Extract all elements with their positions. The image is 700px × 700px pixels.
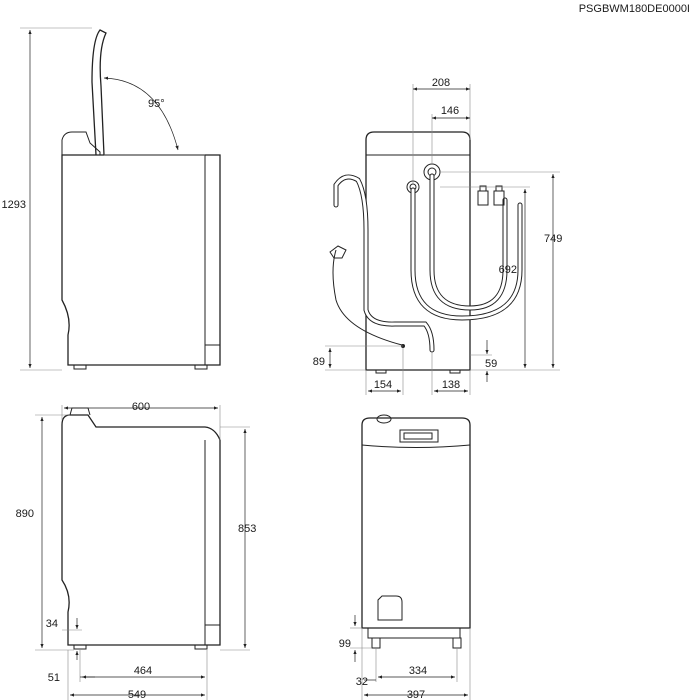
height-with-top-label: 890 [16,508,34,520]
model-code: PSGBWM180DE0000I [579,3,690,15]
total-height-label: 1293 [2,199,26,211]
side-view-lid-open: 95° 1293 [2,27,221,371]
bottom-offset-label: 89 [313,356,325,368]
inlet-spacing-outer-label: 208 [432,77,450,89]
front-foot-span-label: 334 [409,665,427,677]
lid-angle-label: 95° [148,98,165,110]
foot-gap-label: 59 [485,358,497,370]
inlet-spacing-inner-label: 146 [441,105,459,117]
foot-inset-label: 51 [48,672,60,684]
foot-height-label: 34 [46,618,58,630]
front-foot-inset-label: 32 [356,676,368,688]
front-width-label: 397 [407,689,425,700]
drain-offset-right-label: 138 [442,379,460,391]
height-body-label: 853 [238,523,256,535]
front-foot-clearance-label: 99 [339,638,351,650]
drain-height-label: 692 [499,264,517,276]
front-view: 99 334 32 397 [339,414,471,700]
side-view-closed: 600 890 853 34 464 51 549 [16,401,256,700]
inlet-height-label: 749 [544,233,562,245]
base-depth-label: 549 [128,689,146,700]
depth-label: 600 [132,401,150,413]
drain-offset-left-label: 154 [374,379,392,391]
foot-span-label: 464 [134,665,152,677]
rear-view-connections: 208 146 749 692 89 59 154 138 [313,77,562,395]
